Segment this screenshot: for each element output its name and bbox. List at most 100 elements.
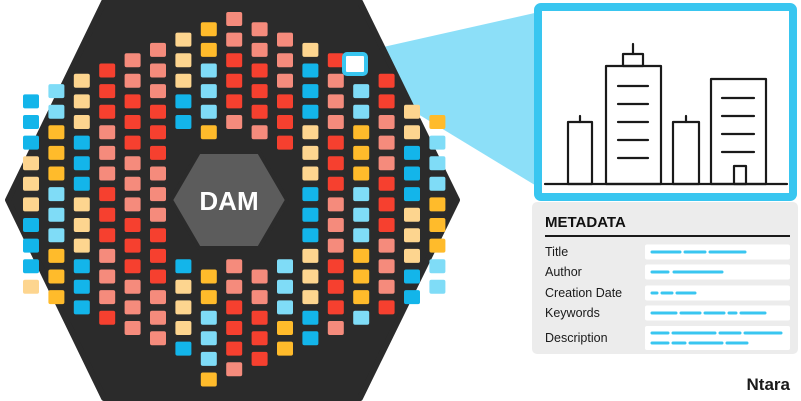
asset-tile xyxy=(226,259,243,274)
asset-tile xyxy=(327,135,344,150)
asset-tile xyxy=(226,279,243,294)
asset-tile xyxy=(73,156,90,171)
asset-tile xyxy=(302,63,319,78)
asset-tile xyxy=(302,290,319,305)
asset-tile xyxy=(175,321,192,335)
asset-tile xyxy=(251,351,268,366)
asset-tile xyxy=(226,115,243,129)
asset-tile xyxy=(277,259,293,274)
asset-tile xyxy=(124,238,141,253)
asset-tile xyxy=(226,32,243,47)
asset-tile xyxy=(404,145,420,160)
asset-tile xyxy=(277,300,293,315)
asset-tile xyxy=(302,310,319,325)
asset-tile xyxy=(150,104,166,119)
preview-frame xyxy=(534,3,797,201)
asset-tile xyxy=(327,238,344,253)
highlight-beam xyxy=(352,10,548,193)
asset-tile xyxy=(124,218,141,232)
asset-tiles xyxy=(23,12,446,387)
asset-tile xyxy=(429,218,446,232)
asset-tile xyxy=(124,259,141,274)
asset-tile xyxy=(23,135,39,150)
asset-tile xyxy=(175,53,192,68)
asset-tile xyxy=(404,104,420,119)
asset-tile xyxy=(150,84,166,99)
asset-tile xyxy=(150,228,166,243)
asset-tile xyxy=(302,269,319,284)
asset-tile xyxy=(73,115,90,129)
asset-tile xyxy=(124,94,141,109)
asset-tile xyxy=(378,300,395,315)
asset-tile xyxy=(175,341,192,356)
asset-tile xyxy=(302,166,319,181)
asset-tile xyxy=(175,279,192,294)
asset-tile xyxy=(353,310,370,325)
asset-tile xyxy=(200,269,217,284)
asset-tile xyxy=(226,341,243,356)
asset-tile xyxy=(353,145,370,160)
asset-tile xyxy=(302,228,319,243)
asset-tile xyxy=(73,135,90,150)
asset-tile xyxy=(99,310,116,325)
asset-tile xyxy=(353,84,370,99)
asset-tile xyxy=(226,362,243,377)
asset-tile xyxy=(277,321,293,335)
asset-tile xyxy=(251,63,268,78)
asset-tile xyxy=(251,84,268,99)
asset-tile xyxy=(124,197,141,212)
asset-tile xyxy=(99,207,116,222)
asset-tile xyxy=(226,94,243,109)
asset-tile xyxy=(73,197,90,212)
asset-tile xyxy=(404,187,420,202)
asset-tile xyxy=(378,156,395,171)
asset-tile xyxy=(124,115,141,129)
city-skyline-icon xyxy=(543,42,789,186)
asset-tile xyxy=(353,290,370,305)
asset-tile xyxy=(277,73,293,88)
asset-tile xyxy=(73,218,90,232)
asset-tile xyxy=(353,166,370,181)
asset-tile xyxy=(23,218,39,232)
asset-tile xyxy=(327,176,344,191)
asset-tile xyxy=(99,63,116,78)
asset-tile xyxy=(99,290,116,305)
asset-tile xyxy=(226,300,243,315)
asset-tile xyxy=(150,42,166,57)
asset-tile xyxy=(23,94,39,109)
asset-tile xyxy=(378,197,395,212)
asset-tile xyxy=(48,125,65,140)
asset-tile xyxy=(124,156,141,171)
asset-tile xyxy=(175,73,192,88)
asset-tile xyxy=(200,84,217,99)
asset-tile xyxy=(99,166,116,181)
asset-tile xyxy=(327,321,344,335)
asset-tile xyxy=(226,321,243,335)
metadata-heading: METADATA xyxy=(545,214,626,231)
asset-tile xyxy=(353,207,370,222)
asset-tile xyxy=(404,228,420,243)
asset-tile xyxy=(124,53,141,68)
asset-tile xyxy=(404,248,420,263)
asset-tile xyxy=(378,238,395,253)
metadata-field-input[interactable] xyxy=(645,285,790,301)
selected-asset-tile[interactable] xyxy=(342,52,368,76)
asset-tile xyxy=(23,197,39,212)
asset-tile xyxy=(200,331,217,346)
asset-tile xyxy=(327,115,344,129)
asset-tile xyxy=(429,115,446,129)
asset-tile xyxy=(23,176,39,191)
metadata-field-input[interactable] xyxy=(645,326,790,350)
asset-tile xyxy=(73,94,90,109)
asset-tile xyxy=(378,279,395,294)
asset-tile xyxy=(429,197,446,212)
metadata-field-label: Creation Date xyxy=(545,286,622,300)
metadata-field-label: Keywords xyxy=(545,306,600,320)
asset-tile xyxy=(378,259,395,274)
asset-tile xyxy=(251,104,268,119)
asset-tile xyxy=(200,372,217,387)
asset-tile xyxy=(48,187,65,202)
asset-tile xyxy=(404,207,420,222)
